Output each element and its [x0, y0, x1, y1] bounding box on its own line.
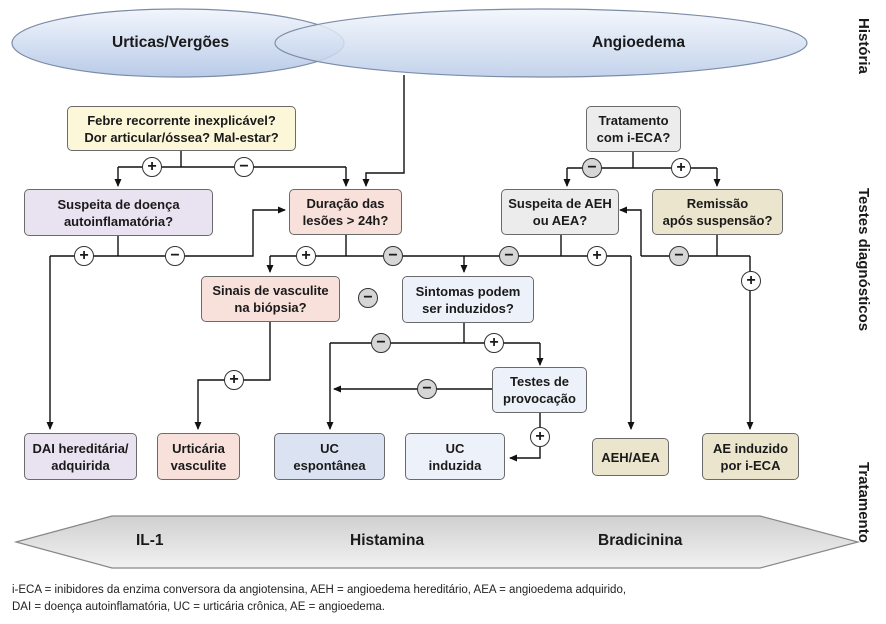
label-angioedema: Angioedema	[592, 34, 686, 51]
box-aeh-aea: AEH/AEA	[592, 438, 669, 476]
sign-duracao-minus: −	[383, 246, 403, 266]
sign-remissao-minus: −	[669, 246, 689, 266]
sign-doenca-minus: −	[165, 246, 185, 266]
sign-ieca-minus: −	[582, 158, 602, 178]
sign-aeh-minus: −	[499, 246, 519, 266]
sign-sintomas-plus: +	[484, 333, 504, 353]
mediator-il1: IL-1	[136, 532, 164, 549]
box-remissao: Remissão após suspensão?	[652, 189, 783, 235]
side-label-tratamento: Tratamento	[855, 462, 872, 543]
box-uc-espontanea: UC espontânea	[274, 433, 385, 480]
box-sintomas-induzidos: Sintomas podem ser induzidos?	[402, 276, 534, 323]
box-uc-induzida: UC induzida	[405, 433, 505, 480]
ellipse-angioedema	[274, 8, 808, 78]
box-ae-induzido: AE induzido por i-ECA	[702, 433, 799, 480]
box-suspeita-aeh: Suspeita de AEH ou AEA?	[501, 189, 619, 235]
footnote-line-1: i-ECA = inibidores da enzima conversora …	[12, 584, 627, 596]
sign-sintomas-minus: −	[371, 333, 391, 353]
sign-ieca-plus: +	[671, 158, 691, 178]
box-duracao-lesoes: Duração das lesões > 24h?	[289, 189, 402, 235]
sign-febre-plus: +	[142, 157, 162, 177]
footnote-line-2: DAI = doença autoinflamatória, UC = urti…	[12, 601, 385, 613]
sign-doenca-plus: +	[74, 246, 94, 266]
sign-testes-plus: +	[530, 427, 550, 447]
box-suspeita-doenca: Suspeita de doença autoinflamatória?	[24, 189, 213, 236]
box-dai-hereditaria: DAI hereditária/ adquirida	[24, 433, 137, 480]
box-sinais-vasculite: Sinais de vasculite na biópsia?	[201, 276, 340, 322]
sign-center-minus: −	[358, 288, 378, 308]
sign-remissao-plus: +	[741, 271, 761, 291]
sign-vasculite-plus: +	[224, 370, 244, 390]
box-febre-recorrente: Febre recorrente inexplicável? Dor artic…	[67, 106, 296, 151]
box-urticaria-vasculite: Urticária vasculite	[157, 433, 240, 480]
mediator-histamina: Histamina	[350, 532, 425, 549]
label-urticas-vergoes: Urticas/Vergões	[112, 34, 230, 51]
mediator-gradient-arrow	[13, 515, 861, 569]
box-testes-provocacao: Testes de provocação	[492, 367, 587, 413]
mediator-bradicinina: Bradicinina	[598, 532, 683, 549]
side-label-historia: História	[855, 18, 872, 74]
sign-aeh-plus: +	[587, 246, 607, 266]
sign-febre-minus: −	[234, 157, 254, 177]
sign-testes-minus: −	[417, 379, 437, 399]
side-label-testes: Testes diagnósticos	[855, 188, 872, 332]
box-tratamento-ieca: Tratamento com i-ECA?	[586, 106, 681, 152]
sign-duracao-plus: +	[296, 246, 316, 266]
